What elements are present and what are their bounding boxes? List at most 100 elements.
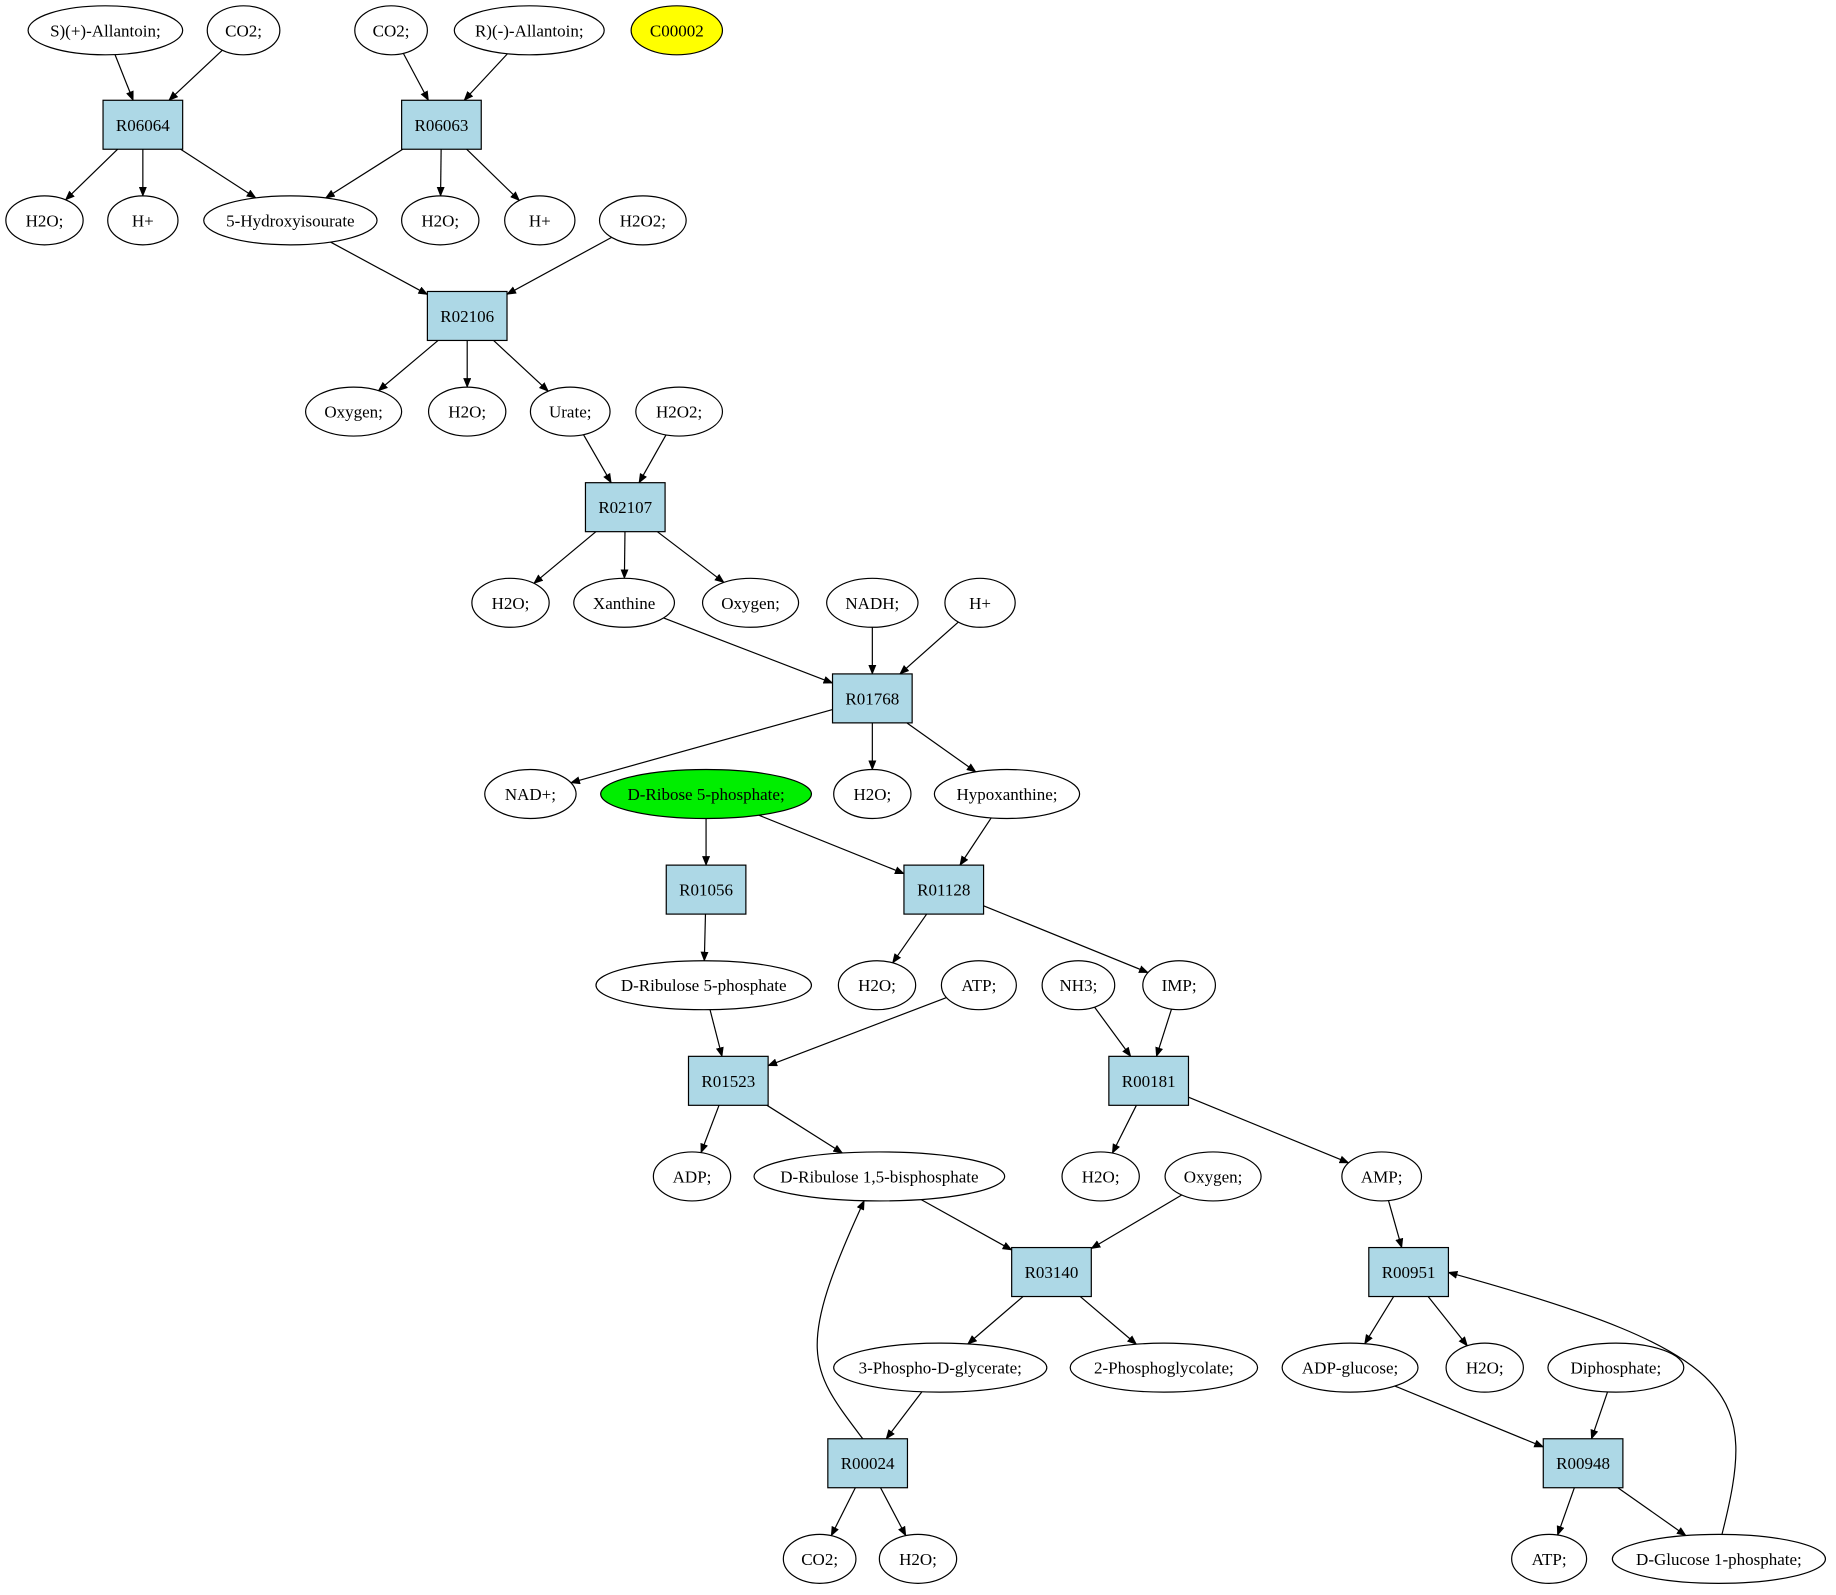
- metabolite-ellipse: [203, 195, 378, 246]
- reaction-label: R01056: [679, 881, 733, 900]
- reaction-node-r02106[interactable]: R02106: [426, 290, 508, 342]
- metabolite-label: H2O2;: [656, 403, 702, 422]
- edge-urate-to-r02107: [583, 434, 612, 484]
- metabolite-ellipse: [826, 577, 919, 628]
- metabolite-node-phosphoglycolate[interactable]: 2-Phosphoglycolate;: [1069, 1342, 1259, 1393]
- metabolite-node-xanthine[interactable]: Xanthine: [573, 577, 676, 628]
- edge-xanthine-to-r01768: [663, 617, 834, 684]
- metabolite-label: ADP;: [673, 1167, 712, 1186]
- metabolite-node-h2o_h[interactable]: H2O;: [1445, 1342, 1524, 1393]
- metabolite-ellipse: [833, 768, 912, 820]
- metabolite-ellipse: [630, 5, 724, 56]
- metabolite-node-atp_a[interactable]: ATP;: [940, 960, 1017, 1011]
- reaction-node-r01768[interactable]: R01768: [831, 673, 913, 724]
- edge-r03140-to-phosphoglycolate: [1079, 1296, 1138, 1345]
- metabolite-node-glucose1p[interactable]: D-Glucose 1-phosphate;: [1611, 1533, 1827, 1584]
- reaction-node-r01523[interactable]: R01523: [687, 1055, 769, 1106]
- metabolite-node-diphosphate[interactable]: Diphosphate;: [1547, 1342, 1685, 1393]
- metabolite-node-adp[interactable]: ADP;: [652, 1151, 732, 1202]
- metabolite-label: D-Glucose 1-phosphate;: [1636, 1550, 1802, 1569]
- metabolite-node-hydroxyisourate[interactable]: 5-Hydroxyisourate: [203, 195, 378, 246]
- metabolite-ellipse: [944, 577, 1016, 628]
- edge-r06063-to-h2o_b: [436, 149, 445, 197]
- metabolite-node-nadplus[interactable]: NAD+;: [484, 768, 577, 820]
- metabolite-node-phosphoglycerate[interactable]: 3-Phospho-D-glycerate;: [833, 1342, 1048, 1393]
- reaction-node-r06063[interactable]: R06063: [401, 99, 482, 150]
- reaction-node-r00948[interactable]: R00948: [1542, 1438, 1624, 1489]
- reaction-node-r02107[interactable]: R02107: [584, 482, 666, 533]
- metabolite-node-h2o_g[interactable]: H2O;: [1061, 1151, 1140, 1202]
- metabolite-node-co2_b[interactable]: CO2;: [354, 5, 428, 56]
- metabolite-node-h2o_i[interactable]: H2O;: [878, 1533, 958, 1584]
- metabolite-node-atp_b[interactable]: ATP;: [1511, 1533, 1588, 1584]
- metabolite-ellipse: [484, 768, 577, 820]
- edge-r01128-to-imp: [983, 905, 1149, 974]
- reaction-node-r06064[interactable]: R06064: [102, 99, 184, 150]
- metabolite-node-oxygen_b[interactable]: Oxygen;: [701, 577, 800, 628]
- metabolite-node-hplus_c[interactable]: H+: [944, 577, 1016, 628]
- edge-r00951-to-adpglucose: [1364, 1296, 1395, 1345]
- metabolite-node-h2o_b[interactable]: H2O;: [401, 195, 480, 246]
- metabolite-label: CO2;: [225, 21, 262, 40]
- edge-r01523-to-ribulose15bp: [766, 1104, 844, 1154]
- reaction-node-r01056[interactable]: R01056: [665, 864, 747, 915]
- reaction-label: R01128: [917, 881, 970, 900]
- reaction-box: [687, 1055, 769, 1106]
- edge-hypoxanthine-to-r01128: [959, 817, 992, 866]
- metabolite-label: NADH;: [845, 594, 899, 613]
- metabolite-node-h2o2_b[interactable]: H2O2;: [635, 386, 724, 437]
- metabolite-node-hypoxanthine[interactable]: Hypoxanthine;: [933, 768, 1081, 820]
- metabolite-node-hplus_b[interactable]: H+: [504, 195, 576, 246]
- edge-ribose5p-to-r01128: [758, 814, 905, 875]
- edge-imp-to-r00181: [1155, 1008, 1173, 1058]
- metabolite-node-oxygen_c[interactable]: Oxygen;: [1164, 1151, 1262, 1202]
- metabolite-node-ribulose5p[interactable]: D-Ribulose 5-phosphate: [595, 960, 813, 1011]
- reaction-node-r00181[interactable]: R00181: [1108, 1055, 1190, 1106]
- metabolite-node-oxygen_a[interactable]: Oxygen;: [305, 386, 403, 437]
- metabolite-node-h2o_d[interactable]: H2O;: [471, 577, 550, 628]
- metabolite-node-adpglucose[interactable]: ADP-glucose;: [1281, 1342, 1419, 1393]
- reaction-node-r00951[interactable]: R00951: [1368, 1246, 1450, 1298]
- metabolite-node-urate[interactable]: Urate;: [529, 386, 611, 437]
- metabolite-ellipse: [652, 1151, 732, 1202]
- metabolite-node-imp[interactable]: IMP;: [1142, 960, 1217, 1011]
- metabolite-node-hplus_a[interactable]: H+: [107, 195, 179, 246]
- metabolite-node-h2o_c[interactable]: H2O;: [427, 386, 507, 437]
- reaction-node-r03140[interactable]: R03140: [1011, 1246, 1092, 1298]
- metabolite-ellipse: [933, 768, 1081, 820]
- metabolite-node-h2o_f[interactable]: H2O;: [837, 960, 917, 1011]
- metabolite-label: H2O;: [26, 211, 64, 230]
- metabolite-label: H+: [969, 594, 991, 613]
- metabolite-label: Xanthine: [593, 594, 655, 613]
- reaction-box: [903, 864, 985, 915]
- metabolite-node-h2o2_a[interactable]: H2O2;: [598, 195, 687, 246]
- metabolite-node-c00002[interactable]: C00002: [630, 5, 724, 56]
- metabolite-ellipse: [107, 195, 179, 246]
- metabolite-ellipse: [753, 1151, 1006, 1202]
- edge-ribulose5p-to-r01523: [709, 1009, 724, 1058]
- metabolite-node-h2o_a[interactable]: H2O;: [5, 195, 84, 246]
- metabolite-ellipse: [1142, 960, 1217, 1011]
- edge-h2o2_a-to-r02106: [506, 236, 612, 295]
- metabolite-label: NH3;: [1060, 976, 1098, 995]
- metabolite-node-r_allantoin[interactable]: R)(-)-Allantoin;: [453, 5, 605, 56]
- metabolite-label: 3-Phospho-D-glycerate;: [859, 1359, 1022, 1378]
- metabolite-node-nadh[interactable]: NADH;: [826, 577, 919, 628]
- edge-r01768-to-hypoxanthine: [906, 722, 977, 773]
- metabolite-node-h2o_e[interactable]: H2O;: [833, 768, 912, 820]
- metabolite-label: H2O;: [1082, 1167, 1120, 1186]
- metabolite-ellipse: [1041, 960, 1116, 1011]
- metabolite-node-co2_a[interactable]: CO2;: [206, 5, 281, 56]
- metabolite-node-nh3[interactable]: NH3;: [1041, 960, 1116, 1011]
- edges-layer: [64, 49, 1737, 1537]
- metabolite-node-co2_c[interactable]: CO2;: [782, 1533, 857, 1584]
- reaction-node-r01128[interactable]: R01128: [903, 864, 985, 915]
- reaction-node-r00024[interactable]: R00024: [827, 1438, 909, 1489]
- metabolite-node-amp[interactable]: AMP;: [1341, 1151, 1423, 1202]
- metabolite-node-ribulose15bp[interactable]: D-Ribulose 1,5-bisphosphate: [753, 1151, 1006, 1202]
- metabolite-node-ribose5p[interactable]: D-Ribose 5-phosphate;: [600, 768, 813, 820]
- edge-r02107-to-h2o_d: [533, 531, 597, 584]
- metabolite-label: NAD+;: [505, 785, 556, 804]
- metabolite-ellipse: [598, 195, 687, 246]
- metabolite-node-s_allantoin[interactable]: S)(+)-Allantoin;: [27, 5, 184, 56]
